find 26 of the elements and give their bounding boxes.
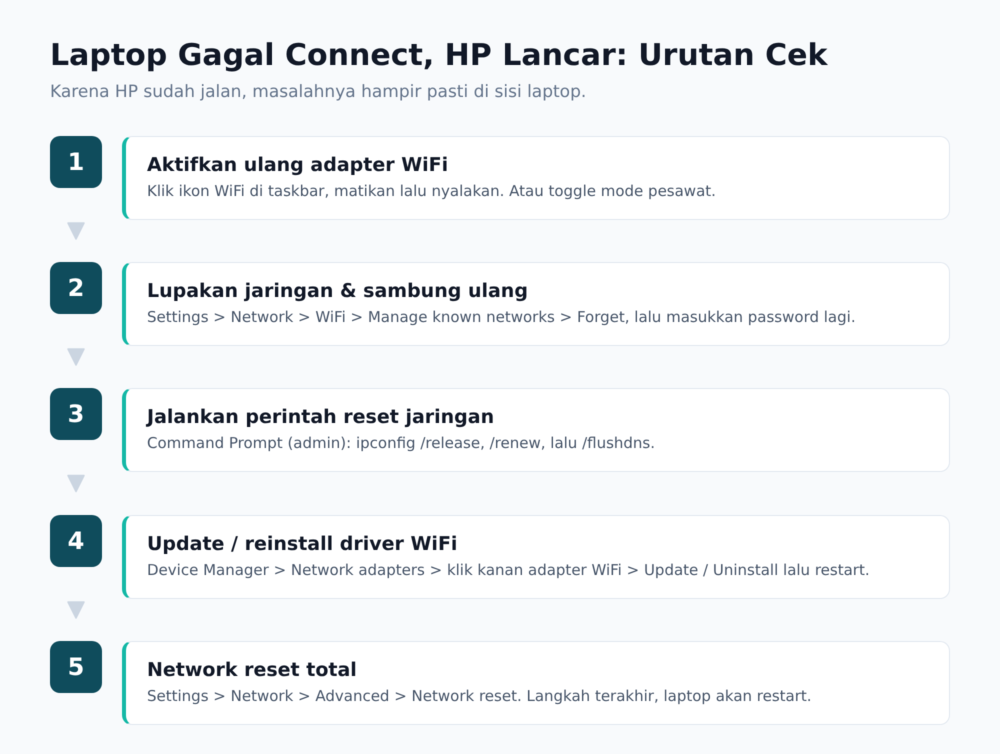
step-card bbox=[122, 641, 950, 725]
step-number-badge: 5 bbox=[50, 641, 102, 693]
step-title: Jalankan perintah reset jaringan bbox=[147, 405, 494, 430]
step-card bbox=[122, 515, 950, 599]
arrow bbox=[67, 222, 85, 240]
step-description: Command Prompt (admin): ipconfig /release, /renew, lalu /flushdns. bbox=[147, 433, 656, 454]
step-title: Network reset total bbox=[147, 658, 357, 683]
title: Laptop Gagal Connect, HP Lancar: Urutan Cek bbox=[50, 38, 828, 74]
step-number-badge: 1 bbox=[50, 136, 102, 188]
step-number-badge: 4 bbox=[50, 515, 102, 567]
step-title: Update / reinstall driver WiFi bbox=[147, 532, 458, 557]
arrow bbox=[67, 348, 85, 366]
step-number-badge: 3 bbox=[50, 388, 102, 440]
step-title: Aktifkan ulang adapter WiFi bbox=[147, 153, 448, 178]
step-card bbox=[122, 262, 950, 346]
subtitle: Karena HP sudah jalan, masalahnya hampir pasti di sisi laptop. bbox=[50, 81, 586, 103]
step-number-badge: 2 bbox=[50, 262, 102, 314]
step-description: Settings > Network > Advanced > Network reset. Langkah terakhir, laptop akan restart. bbox=[147, 686, 812, 707]
step-description: Device Manager > Network adapters > klik kanan adapter WiFi > Update / Uninstall lalu restart. bbox=[147, 560, 870, 581]
step-description: Klik ikon WiFi di taskbar, matikan lalu nyalakan. Atau toggle mode pesawat. bbox=[147, 181, 716, 202]
step-description: Settings > Network > WiFi > Manage known networks > Forget, lalu masukkan password lagi. bbox=[147, 307, 856, 328]
step-title: Lupakan jaringan & sambung ulang bbox=[147, 279, 528, 304]
step-card bbox=[122, 136, 950, 220]
arrow bbox=[67, 601, 85, 619]
step-card bbox=[122, 388, 950, 472]
arrow bbox=[67, 474, 85, 492]
